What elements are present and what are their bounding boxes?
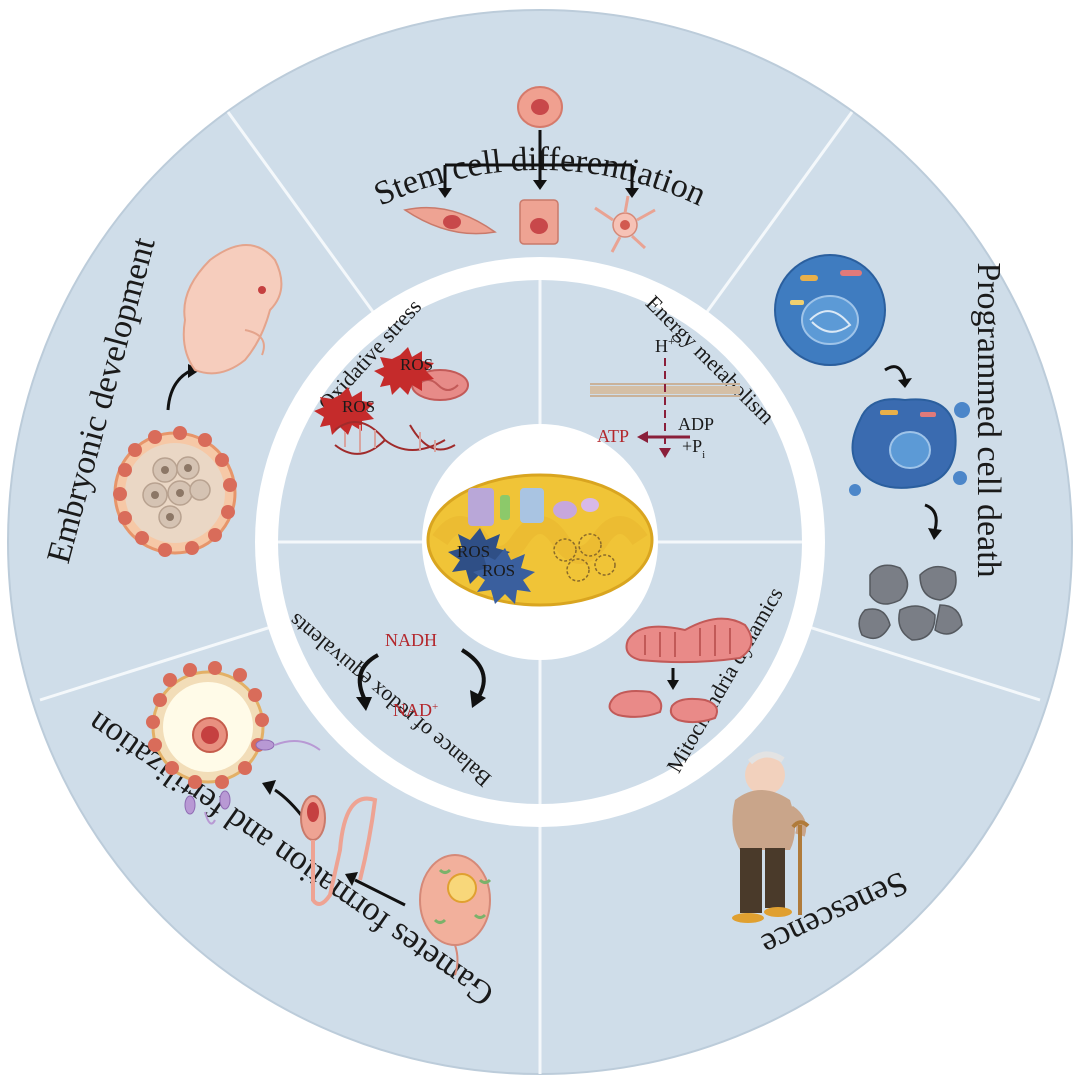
center-ros-label-1: ROS (457, 542, 490, 561)
nad-label: NAD+ (393, 700, 438, 720)
center-mitochondrion: ROS ROS (426, 473, 654, 607)
stem-cell-illustration (403, 86, 656, 253)
redox-illustration: NADH NAD+ (356, 630, 486, 720)
nadh-label: NADH (385, 630, 437, 650)
pi-label: +Pi (682, 436, 705, 461)
ros-label-1: ROS (400, 355, 433, 374)
elderly-person-illustration (732, 751, 810, 923)
center-ros-burst-2 (473, 548, 535, 604)
h-plus-label: H+ (655, 334, 675, 356)
embryo-illustration (113, 244, 283, 557)
ros-burst-1 (374, 347, 434, 395)
atp-label: ATP (597, 426, 629, 446)
center-ros-label-2: ROS (482, 561, 515, 580)
mito-dynamics-illustration (608, 617, 753, 724)
ros-label-2: ROS (342, 397, 375, 416)
cell-death-illustration (774, 254, 970, 641)
adp-label: ADP (678, 414, 714, 434)
energy-metabolism-illustration: H+ ATP ADP +Pi (590, 334, 740, 461)
label-programmed-death: Programmed cell death (970, 262, 1007, 577)
oxidative-stress-illustration: ROS ROS (314, 347, 469, 455)
gametes-illustration (146, 661, 492, 976)
